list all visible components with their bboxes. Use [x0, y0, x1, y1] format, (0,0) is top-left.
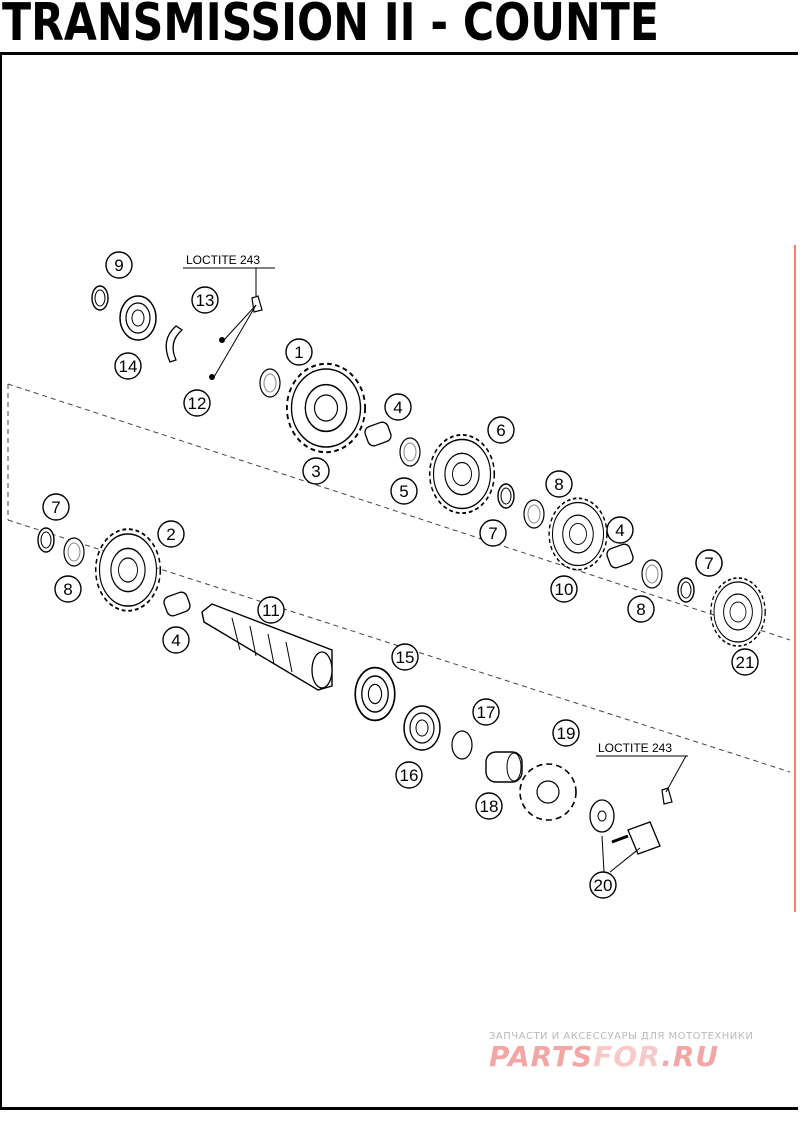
callout-number-15: 15	[396, 648, 415, 667]
callout-circle-20	[589, 871, 617, 899]
callout-circle-21	[731, 648, 759, 676]
callout-circle-19	[552, 719, 580, 747]
callout-number-11: 11	[262, 601, 280, 620]
part-gear-2	[94, 528, 162, 612]
callout-number-7: 7	[51, 498, 60, 517]
part-gear-10	[548, 497, 608, 571]
callout-number-3: 3	[311, 462, 320, 481]
callout-circle-7	[42, 493, 70, 521]
callout-number-4: 4	[171, 631, 180, 650]
callout-circle-16	[395, 761, 423, 789]
part-bearing-14	[119, 295, 157, 341]
callout-group: 1234445677778889101112131415161718192021	[42, 251, 759, 899]
part-washer-8b	[641, 559, 663, 589]
loctite-label-1: LOCTITE 243	[186, 253, 260, 267]
page-title: TRANSMISSION II - COUNTERSHA	[2, 0, 657, 52]
callout-circle-2	[157, 520, 185, 548]
callout-circle-10	[550, 575, 578, 603]
callout-circle-8	[627, 595, 655, 623]
callout-number-12: 12	[188, 394, 207, 413]
callout-number-1: 1	[294, 343, 303, 362]
callout-number-2: 2	[166, 525, 175, 544]
part-bracket-13	[165, 325, 184, 363]
callout-number-7: 7	[704, 554, 713, 573]
callout-number-14: 14	[119, 357, 138, 376]
callout-circle-3	[302, 457, 330, 485]
callout-number-17: 17	[477, 703, 496, 722]
watermark-logo-part3: .RU	[661, 1040, 720, 1073]
callout-number-18: 18	[480, 797, 499, 816]
callout-circle-8	[54, 575, 82, 603]
callout-circle-4	[606, 516, 634, 544]
watermark-logo-part2: FOR	[593, 1040, 662, 1073]
part-washer-20	[589, 799, 615, 833]
callout-circle-8	[545, 470, 573, 498]
part-circlip-7c	[37, 527, 55, 553]
callout-circle-5	[390, 477, 418, 505]
callout-number-13: 13	[196, 291, 215, 310]
part-washer-5	[399, 437, 421, 467]
part-gear-1	[285, 362, 367, 454]
callout-circle-7	[695, 549, 723, 577]
callout-circle-18	[475, 792, 503, 820]
callout-circle-1	[285, 338, 313, 366]
callout-circle-17	[472, 698, 500, 726]
callout-circle-15	[391, 643, 419, 671]
callout-number-8: 8	[63, 580, 72, 599]
part-countershaft-11	[201, 603, 333, 691]
callout-number-7: 7	[488, 524, 497, 543]
watermark-logo: PARTSFOR.RU	[489, 1040, 719, 1073]
callout-circle-12	[183, 389, 211, 417]
callout-number-6: 6	[496, 421, 505, 440]
watermark-tagline: ЗАПЧАСТИ И АКСЕССУАРЫ ДЛЯ МОТОТЕХНИКИ	[489, 1031, 754, 1042]
part-gear-21	[709, 577, 767, 647]
part-oring-17	[451, 730, 473, 760]
part-circlip-9	[91, 285, 109, 311]
watermark-logo-part1: PARTS	[489, 1040, 594, 1073]
part-spacer-18	[485, 751, 523, 783]
callout-number-4: 4	[393, 398, 402, 417]
loctite-drop-2	[661, 787, 673, 805]
part-washer-top	[259, 368, 281, 398]
callout-number-8: 8	[636, 600, 645, 619]
loctite-label-2: LOCTITE 243	[598, 741, 672, 755]
callout-number-21: 21	[736, 653, 755, 672]
callout-circle-4	[384, 393, 412, 421]
callout-circle-4	[162, 626, 190, 654]
part-screw-12	[209, 337, 225, 380]
callout-circle-11	[257, 596, 285, 624]
part-seal-16	[403, 705, 441, 751]
callout-number-19: 19	[557, 724, 576, 743]
callout-number-9: 9	[114, 256, 123, 275]
part-washer-8c	[63, 537, 85, 567]
part-bushing-4c	[161, 589, 193, 619]
callout-number-4: 4	[615, 521, 624, 540]
part-bushing-4b	[604, 541, 636, 571]
part-bushing-4a	[362, 419, 394, 449]
callout-circle-7	[479, 519, 507, 547]
callout-number-20: 20	[594, 876, 613, 895]
callout-number-10: 10	[555, 580, 574, 599]
callout-number-8: 8	[554, 475, 563, 494]
part-circlip-7a	[497, 483, 515, 509]
part-gear-6	[428, 433, 496, 515]
part-washer-8a	[523, 499, 545, 529]
part-bearing-15	[354, 666, 396, 722]
callout-circle-14	[114, 352, 142, 380]
callout-circle-9	[105, 251, 133, 279]
callout-number-5: 5	[399, 482, 408, 501]
callout-circle-6	[487, 416, 515, 444]
part-sprocket-19	[519, 763, 577, 821]
callout-circle-13	[191, 286, 219, 314]
part-circlip-7b	[677, 577, 695, 603]
callout-number-16: 16	[400, 766, 419, 785]
diagram-frame	[0, 52, 798, 1110]
part-bolt-20	[611, 821, 661, 855]
